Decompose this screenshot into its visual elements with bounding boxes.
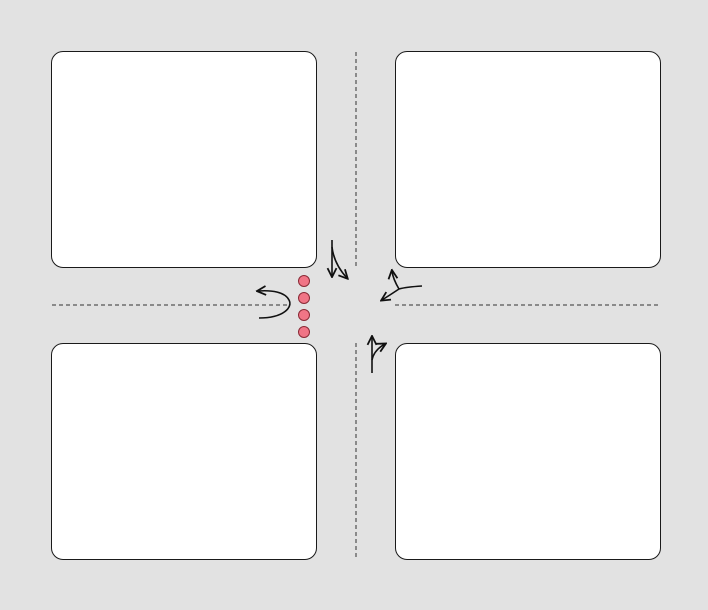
crosswalk-dot	[298, 309, 310, 321]
city-block-south-east	[395, 343, 661, 560]
city-block-north-east	[395, 51, 661, 268]
city-block-north-west	[51, 51, 317, 268]
crosswalk-dot	[298, 292, 310, 304]
turn-arrow-southbound	[332, 240, 347, 278]
turn-arrow-eastbound-u-turn	[258, 291, 291, 319]
turn-arrow-northbound	[372, 337, 385, 373]
turn-arrow-westbound	[382, 271, 423, 300]
city-block-south-west	[51, 343, 317, 560]
crosswalk-dot	[298, 326, 310, 338]
crosswalk-dot	[298, 275, 310, 287]
crosswalk-west	[298, 275, 310, 338]
